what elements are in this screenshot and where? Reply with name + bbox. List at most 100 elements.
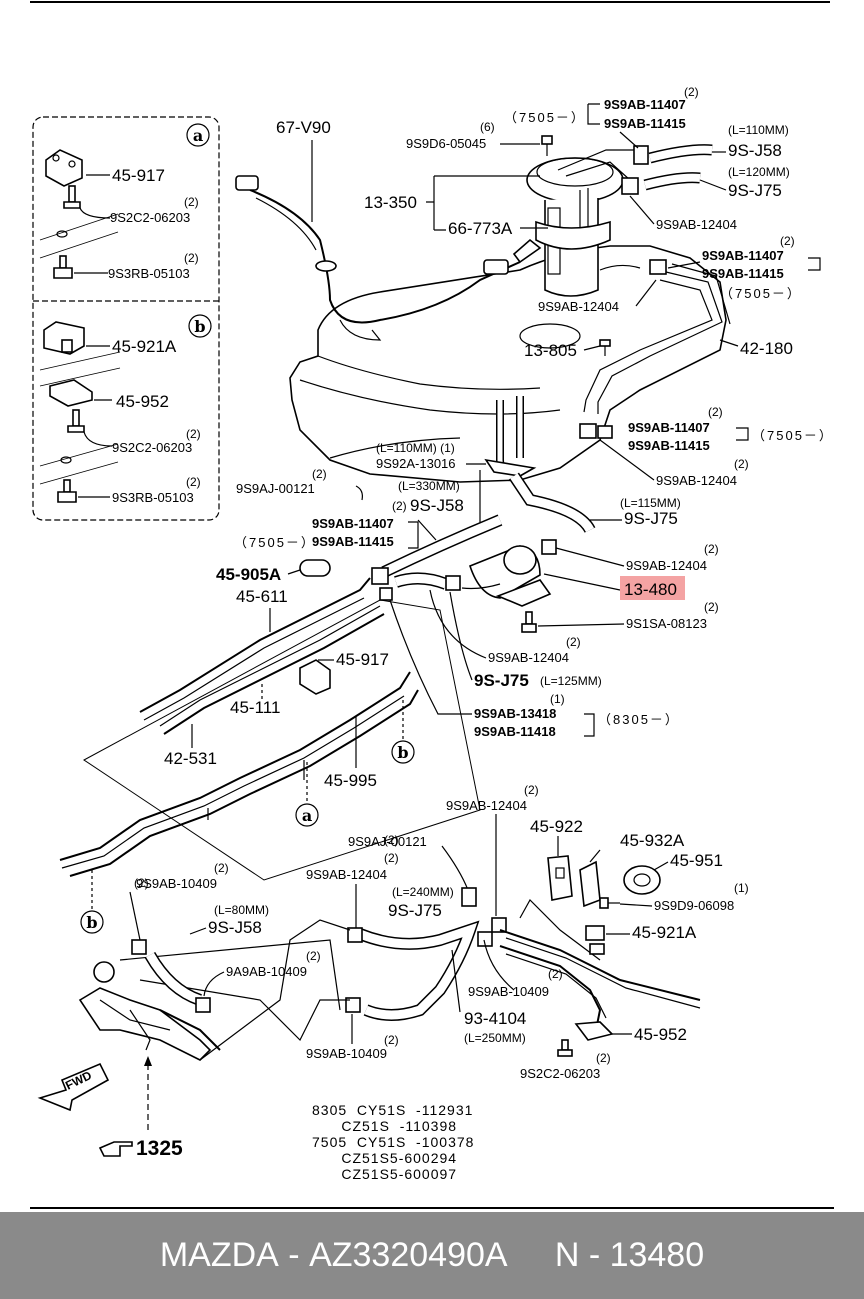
hand-pointer-icon — [98, 1141, 133, 1157]
label-45-922: 45-922 — [530, 817, 583, 836]
nut-9s3rb-a — [53, 255, 73, 279]
serial-line-3: 7505 CY51S -100378 — [312, 1134, 474, 1150]
svg-text:b: b — [86, 913, 97, 932]
label-9s9ab-10409-br: 9S9AB-10409 — [468, 984, 549, 999]
label-13-480[interactable]: 13-480 — [624, 580, 677, 599]
svg-text:(L=115MM): (L=115MM) — [620, 496, 681, 510]
label-42-531: 42-531 — [164, 749, 217, 768]
svg-text:(2): (2) — [184, 251, 199, 265]
inset-a-label: a — [193, 126, 203, 145]
svg-text:(L=110MM) (1): (L=110MM) (1) — [376, 441, 455, 455]
clamp-right-2 — [579, 423, 597, 439]
label-45-951: 45-951 — [670, 851, 723, 870]
fuel-tank-drawing — [289, 245, 727, 483]
label-9s-j75-c: 9S-J75 — [474, 671, 529, 690]
bottom-right-fuel-lines — [499, 899, 701, 1031]
svg-text:(2): (2) — [306, 949, 321, 963]
svg-text:(2): (2) — [392, 499, 407, 513]
svg-text:(2): (2) — [780, 234, 795, 248]
label-9s9ab-11407-top: 9S9AB-11407 — [604, 97, 686, 112]
inset-box — [32, 116, 220, 521]
label-13-350: 13-350 — [364, 193, 417, 212]
inset-b-label: b — [194, 317, 205, 336]
svg-text:(L=330MM): (L=330MM) — [398, 479, 460, 493]
serial-number-table: 8305 CY51S -112931 CZ51S -110398 7505 CY… — [312, 1102, 474, 1182]
label-9s9ab-12404-r: 9S9AB-12404 — [626, 558, 707, 573]
label-9s-j58-bottom: 9S-J58 — [208, 918, 262, 937]
clamp-right-1 — [649, 259, 667, 275]
label-45-921a-b: 45-921A — [112, 337, 177, 356]
label-9s2c2-b: 9S2C2-06203 — [112, 440, 192, 455]
label-9s9aj-00121-b: 9S9AJ-00121 — [348, 834, 427, 849]
label-9s3rb-b: 9S3RB-05103 — [112, 490, 194, 505]
label-45-917-a: 45-917 — [112, 166, 165, 185]
footer-brand: MAZDA — [159, 1236, 279, 1274]
label-45-932a: 45-932A — [620, 831, 685, 850]
code-8305: （8305－） — [598, 712, 680, 727]
wire-harness-67-v90 — [235, 175, 521, 324]
svg-text:(L=125MM): (L=125MM) — [540, 674, 602, 688]
bolt-9s2c2-b — [67, 409, 85, 433]
label-9s9ab-12404-a: 9S9AB-12404 — [656, 217, 737, 232]
svg-text:(2): (2) — [596, 1051, 611, 1065]
svg-text:(2): (2) — [214, 861, 229, 875]
label-45-952-bottom: 45-952 — [634, 1025, 687, 1044]
inset-b-circle — [188, 314, 212, 338]
bolt-9s9d9-06098 — [599, 897, 620, 909]
label-45-905a: 45-905A — [216, 565, 281, 584]
svg-text:(2): (2) — [704, 542, 719, 556]
label-9s-j75-bottom: 9S-J75 — [388, 901, 442, 920]
code-7505-r1: （7505－） — [720, 286, 802, 301]
svg-text:(2): (2) — [186, 475, 201, 489]
bolt-9s1sa-08123 — [521, 611, 537, 633]
label-9s2c2-a: 9S2C2-06203 — [110, 210, 190, 225]
svg-text:(2): (2) — [384, 1033, 399, 1047]
svg-text:(2): (2) — [524, 783, 539, 797]
bracket-45-952-b — [49, 379, 93, 407]
svg-text:(1): (1) — [550, 692, 565, 706]
label-9s9d9-06098: 9S9D9-06098 — [654, 898, 734, 913]
ref-1325[interactable]: 1325 — [136, 1137, 183, 1160]
svg-text:(2): (2) — [734, 457, 749, 471]
bracket-45-917-drawing — [45, 149, 83, 187]
label-9s9ab-13418: 9S9AB-13418 — [474, 706, 556, 721]
label-13-805: 13-805 — [524, 341, 577, 360]
label-9s-j58-mid: 9S-J58 — [410, 496, 464, 515]
serial-line-5: CZ51S5-600097 — [312, 1166, 457, 1182]
svg-text:(L=120MM): (L=120MM) — [728, 165, 790, 179]
svg-text:(L=240MM): (L=240MM) — [392, 885, 454, 899]
clip-9s9aj-00121-b — [461, 887, 477, 907]
fuel-lines-42-180 — [583, 263, 731, 414]
svg-text:(L=110MM): (L=110MM) — [728, 123, 789, 137]
callout-a-mid — [295, 803, 319, 827]
label-9s2c2-06203-bottom: 9S2C2-06203 — [520, 1066, 600, 1081]
bottom-left-assembly — [78, 919, 351, 1061]
label-45-921a-bottom: 45-921A — [632, 923, 697, 942]
code-7505-r2: （7505－） — [752, 428, 834, 443]
label-9s9ab-11418: 9S9AB-11418 — [474, 724, 556, 739]
fuel-filter-13-480 — [461, 545, 552, 607]
serial-line-2: CZ51S -110398 — [312, 1118, 457, 1134]
label-93-4104: 93-4104 — [464, 1009, 526, 1028]
label-9s9ab-11415-r1: 9S9AB-11415 — [702, 266, 784, 281]
callout-b-mid — [391, 740, 415, 764]
svg-text:(2): (2) — [566, 635, 581, 649]
bolt-13-805 — [599, 339, 611, 356]
bracket-45-952-bottom — [574, 1021, 614, 1041]
label-9s9aj-00121: 9S9AJ-00121 — [236, 481, 315, 496]
svg-text:(L=250MM): (L=250MM) — [464, 1031, 526, 1045]
label-9s9ab-12404-c: 9S9AB-12404 — [488, 650, 569, 665]
svg-text:a: a — [302, 806, 312, 825]
inset-a-circle — [186, 123, 210, 147]
label-9s92a-13016: 9S92A-13016 — [376, 456, 456, 471]
label-9s3rb-a: 9S3RB-05103 — [108, 266, 190, 281]
svg-text:(2): (2) — [184, 195, 199, 209]
svg-text:(2): (2) — [312, 467, 327, 481]
serial-line-4: CZ51S5-600294 — [312, 1150, 457, 1166]
label-9s9ab-11415-m: 9S9AB-11415 — [628, 438, 710, 453]
highlight-13-480 — [620, 576, 685, 600]
label-9s1sa-08123: 9S1SA-08123 — [626, 616, 707, 631]
label-45-917-mid: 45-917 — [336, 650, 389, 669]
fuel-pump-sender-unit — [512, 149, 640, 297]
label-9s9ab-12404-bt: 9S9AB-12404 — [446, 798, 527, 813]
